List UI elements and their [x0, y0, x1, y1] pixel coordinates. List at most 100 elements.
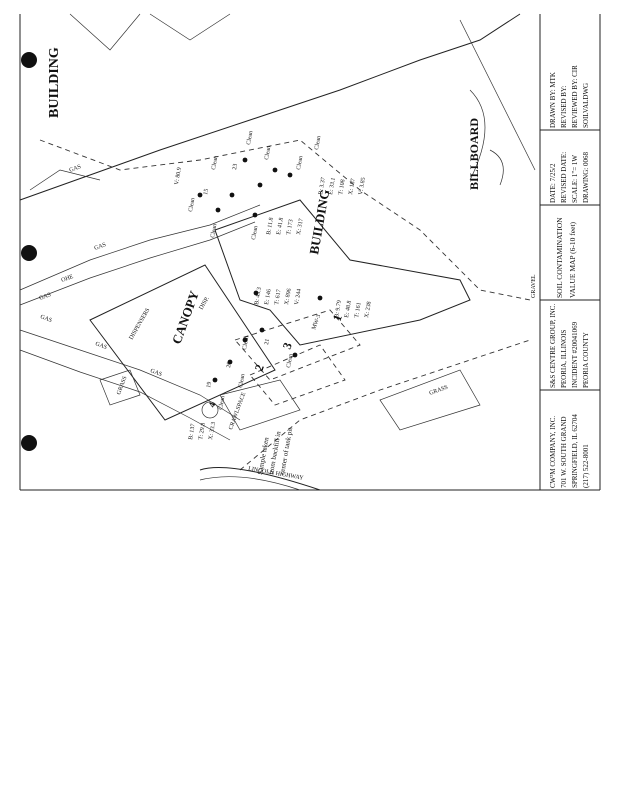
label-gas-1: GAS — [39, 292, 52, 302]
sample-value: E: 41.8 — [276, 217, 285, 235]
property-line-south — [239, 339, 531, 471]
label-overhead: OHE — [61, 274, 75, 284]
label-dispensers: DISPENSERS — [129, 307, 152, 341]
sample-value: E: 33.1 — [328, 177, 337, 195]
sample-point — [229, 192, 235, 198]
sample-point — [257, 182, 263, 188]
sample-point — [212, 377, 218, 383]
sample-point — [252, 212, 258, 218]
sample-value: E: 48.8 — [344, 300, 353, 318]
label-gas-2: GAS — [94, 242, 107, 252]
billboard-arc — [469, 89, 486, 181]
sample-point — [292, 352, 298, 358]
client-line-3: INCIDENT #20041069 — [571, 321, 579, 388]
sample-point — [259, 327, 265, 333]
sample-value: X: 238 — [364, 301, 373, 318]
company-line-3: SPRINGFIELD, IL 62704 — [571, 414, 579, 488]
sample-point — [227, 359, 233, 365]
sample-value: 19 — [206, 381, 213, 388]
sample-value: Clean — [286, 354, 294, 369]
sample-value: Clean — [314, 136, 322, 151]
meta-line-4: DRAWING: 0068 — [582, 152, 590, 203]
sample-point — [242, 337, 248, 343]
sample-value: 20 — [226, 361, 233, 368]
sample-value: Clean — [188, 198, 196, 213]
people-line-1: DRAWN BY: MTK — [549, 72, 557, 128]
gas-line-2 — [19, 221, 256, 306]
sample-point — [317, 295, 323, 301]
sample-value: B: 3.37 — [318, 177, 327, 195]
sample-value: Clean — [218, 396, 226, 411]
grass-box-west — [99, 369, 141, 406]
tank-area-3 — [219, 379, 301, 431]
sample-value: Clean — [242, 336, 250, 351]
gas-line-3 — [19, 329, 241, 421]
punch-hole-top — [21, 52, 37, 68]
label-tank-1: 1 — [330, 313, 345, 323]
meta-line-3: SCALE: 1"= 1W — [571, 155, 579, 203]
grass-box-east — [379, 369, 481, 431]
label-gas-3: GAS — [39, 314, 52, 324]
label-canopy: CANOPY — [169, 288, 202, 346]
meta-line-2: REVISED DATE: — [560, 152, 568, 203]
label-grass-west: GRASS — [116, 375, 128, 395]
roadway-arc — [199, 467, 321, 491]
sample-value: V: 80.9 — [174, 167, 183, 185]
sample-point — [253, 290, 259, 296]
label-building-top: BUILDING — [47, 47, 62, 118]
punch-hole-bottom — [21, 435, 37, 451]
sample-value: Clean — [238, 374, 246, 389]
sample-value: Clean — [210, 224, 218, 239]
sample-point — [215, 207, 221, 213]
sample-value: 15 — [203, 188, 210, 195]
sample-value: T: 617 — [274, 289, 283, 305]
label-gas-5: GAS — [149, 368, 162, 378]
sample-value: X: 187 — [348, 178, 357, 195]
center-building-outline — [214, 199, 471, 346]
people-line-3: REVIEWED BY: CIR — [571, 65, 579, 128]
sample-value: T: 161 — [354, 302, 363, 318]
label-building-center: BUILDING — [306, 188, 332, 255]
sample-point — [242, 157, 248, 163]
label-gas-6: GAS — [69, 164, 82, 174]
sample-value: Clean — [251, 226, 259, 241]
sample-value: 21 — [264, 338, 271, 345]
sample-value: Clean — [264, 146, 272, 161]
sample-value: B: 137 — [188, 423, 197, 440]
sample-value: Clean — [246, 131, 254, 146]
roadway-arc-inner — [199, 476, 301, 491]
sample-value: Clean — [211, 156, 219, 171]
sample-value: B: 9.79 — [334, 300, 343, 318]
billboard-arc-2 — [489, 149, 504, 186]
sample-value: T: 173 — [286, 219, 295, 235]
label-grass-east: GRASS — [429, 385, 449, 397]
sample-value: X: 33.3 — [208, 422, 217, 441]
drawing-title-line-1: SOIL CONTAMINATION — [555, 217, 564, 298]
gas-line-1 — [19, 204, 261, 291]
people-line-4: SOILVALDWG — [582, 83, 590, 128]
company-line-4: (217) 522-8001 — [582, 444, 590, 488]
label-tank-4: 4 — [206, 401, 217, 409]
label-crawlspace: CRAWLSPACE — [228, 391, 247, 430]
sample-value: T: 108 — [338, 179, 347, 195]
canopy-outline — [89, 264, 276, 421]
sample-point — [197, 192, 203, 198]
billboard-line — [459, 19, 536, 171]
title-block: CW³M COMPANY, INC. 701 W. SOUTH GRAND SP… — [549, 65, 590, 488]
label-tank-2: 2 — [252, 363, 267, 373]
client-line-2: PEORIA, ILLINOIS — [560, 330, 568, 388]
sample-value: X: 896 — [284, 288, 293, 305]
sample-value: B: 43.3 — [254, 287, 263, 305]
building-top-outline — [19, 13, 521, 201]
crawlspace-marker — [201, 401, 219, 419]
gas-line-4 — [19, 349, 231, 441]
label-billboard: BILLBOARD — [467, 118, 481, 190]
sample-points — [197, 157, 323, 383]
sample-value: V: 244 — [294, 288, 303, 305]
people-line-2: REVISED BY: — [560, 86, 568, 128]
tank-area-2 — [249, 344, 346, 406]
client-line-4: PEORIA COUNTY — [582, 332, 590, 388]
sample-value: Clean — [296, 156, 304, 171]
